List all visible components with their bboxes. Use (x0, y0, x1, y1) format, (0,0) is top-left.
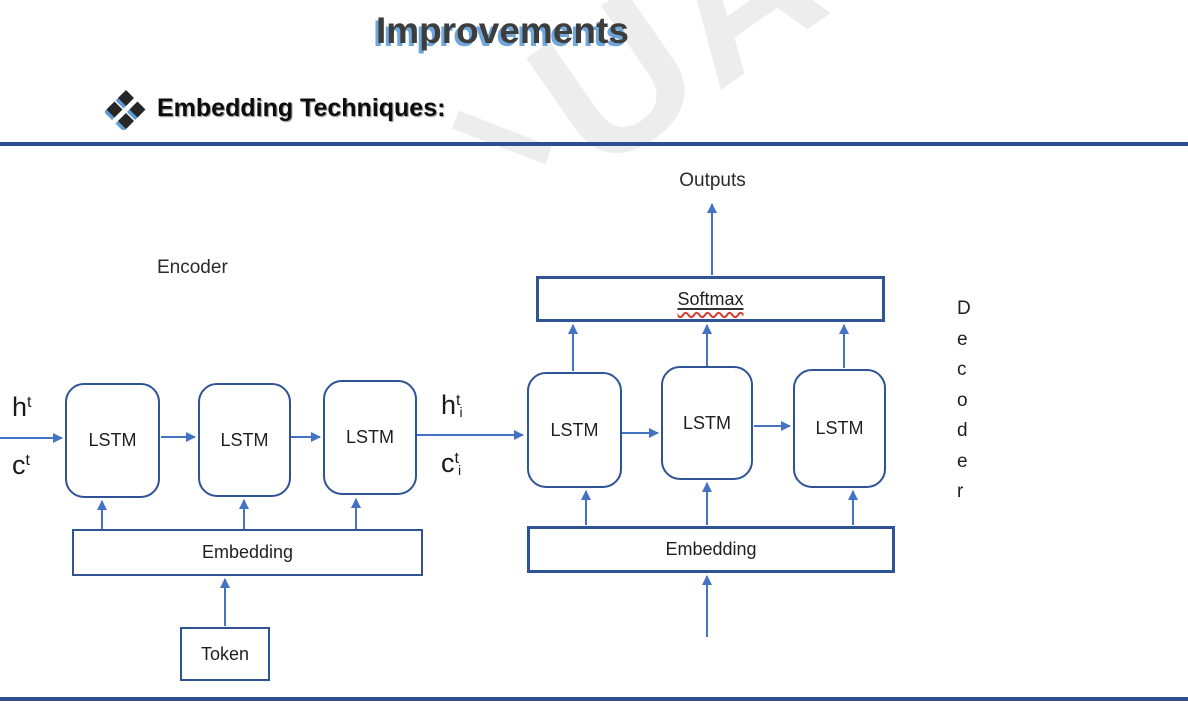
decoder-letter: e (957, 328, 968, 350)
decoder-lstm-3: LSTM (793, 369, 886, 488)
token-label: Token (200, 643, 250, 664)
state-sub: i (459, 404, 463, 420)
state-sup: t (27, 394, 32, 411)
embedding-label: Embedding (665, 539, 757, 559)
decoder-vertical-label: D e c o d e r (957, 294, 981, 508)
embedding-label: Embedding (201, 542, 294, 562)
softmax-box: Softmax (536, 276, 885, 322)
lstm-label: LSTM (88, 430, 137, 450)
decoder-letter: D (957, 298, 971, 319)
bottom-divider (0, 697, 1188, 701)
state-sup: t (456, 392, 461, 409)
lstm-label: LSTM (345, 427, 394, 447)
state-label-decoder-hidden: hti (441, 390, 463, 421)
section-heading: Embedding Techniques: (157, 94, 446, 122)
decoder-letter: o (957, 389, 968, 411)
encoder-label: Encoder (157, 257, 228, 278)
lstm-label: LSTM (550, 419, 599, 440)
state-base: c (441, 448, 455, 478)
state-label-decoder-cell: cti (441, 448, 461, 479)
top-divider (0, 142, 1188, 146)
decoder-letter: c (957, 359, 967, 380)
state-label-encoder-hidden: ht (12, 392, 32, 423)
state-label-encoder-cell: ct (12, 450, 30, 481)
encoder-lstm-2: LSTM (198, 383, 291, 497)
lstm-label: LSTM (682, 412, 731, 433)
state-base: c (12, 450, 26, 480)
decoder-lstm-1: LSTM (527, 372, 622, 488)
lstm-label: LSTM (220, 429, 269, 450)
decoder-embedding-box: Embedding (527, 526, 895, 573)
decoder-letter: r (957, 481, 964, 502)
diamonds-bullet-icon (105, 90, 146, 130)
state-sub: i (457, 462, 462, 478)
lstm-label: LSTM (815, 418, 864, 438)
softmax-label: Softmax (677, 288, 744, 309)
trial-watermark-fragment (451, 110, 553, 165)
decoder-lstm-2: LSTM (661, 366, 753, 480)
encoder-embedding-box: Embedding (72, 529, 423, 576)
state-sup: t (454, 450, 459, 467)
slide-title: Improvements (376, 10, 629, 51)
token-box: Token (180, 627, 270, 681)
decoder-letter: d (957, 420, 968, 441)
encoder-lstm-1: LSTM (65, 383, 160, 498)
encoder-lstm-3: LSTM (323, 380, 417, 495)
decoder-letter: e (957, 450, 968, 472)
state-base: h (441, 390, 457, 420)
state-sup: t (25, 452, 30, 469)
outputs-label: Outputs (679, 170, 746, 191)
state-base: h (12, 392, 28, 422)
